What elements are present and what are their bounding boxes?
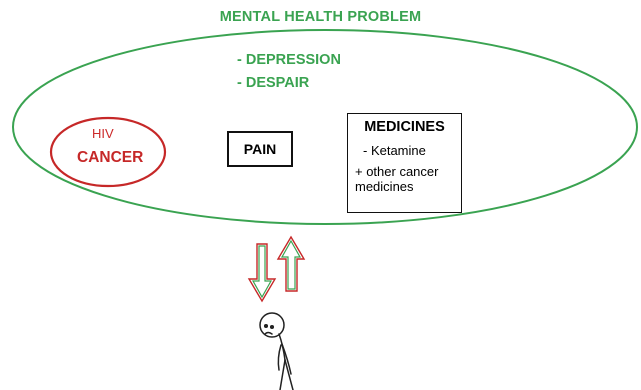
medicines-title: MEDICINES (364, 119, 445, 135)
diagram-title: MENTAL HEALTH PROBLEM (219, 9, 422, 25)
medicine-item-ketamine: - Ketamine (363, 143, 426, 158)
pain-label: PAIN (243, 141, 277, 157)
mental-health-ellipse (12, 29, 638, 225)
medicine-item-other: + other cancer medicines (355, 164, 439, 194)
pain-box: PAIN (227, 131, 293, 167)
disease-ellipse (49, 116, 167, 188)
down-arrow-icon (247, 243, 277, 303)
up-arrow-icon (276, 235, 306, 292)
effect-depression: - DEPRESSION (237, 52, 341, 68)
cancer-label: CANCER (77, 149, 144, 166)
effect-despair: - DESPAIR (237, 75, 310, 91)
hiv-label: HIV (92, 126, 114, 141)
medicines-box: MEDICINES - Ketamine + other cancer medi… (347, 113, 462, 213)
sad-person-icon (259, 312, 294, 390)
